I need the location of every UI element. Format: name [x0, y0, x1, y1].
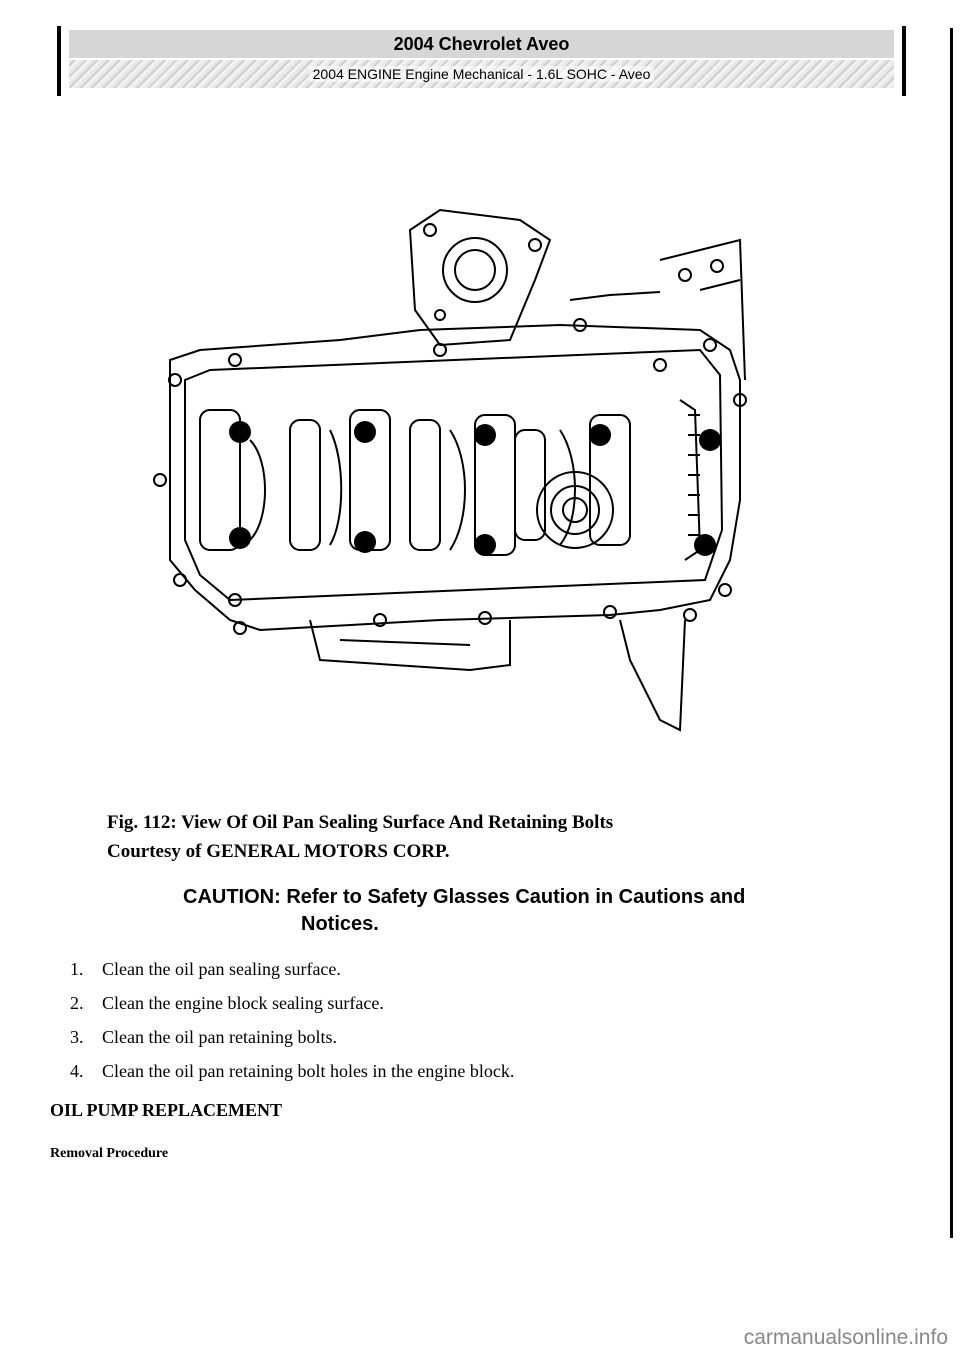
document-subtitle: 2004 ENGINE Engine Mechanical - 1.6L SOH… — [308, 66, 655, 82]
step-text: Clean the oil pan retaining bolts. — [102, 1027, 337, 1047]
list-item: 3. Clean the oil pan retaining bolts. — [70, 1024, 514, 1050]
oil-pan-flange-outline — [169, 323, 741, 632]
step-number: 4. — [70, 1061, 84, 1081]
page-border-right — [950, 28, 953, 1238]
main-bearing-bolts — [229, 421, 721, 556]
caution-text-line1: Refer to Safety Glasses Caution in Cauti… — [286, 886, 746, 908]
section-title: OIL PUMP REPLACEMENT — [50, 1100, 283, 1120]
figure-caption-title: Fig. 112: View Of Oil Pan Sealing Surfac… — [107, 812, 614, 833]
section-subtitle: Removal Procedure — [50, 1146, 169, 1161]
engine-oil-pan-diagram — [153, 208, 747, 732]
timing-cover-bracket — [408, 208, 552, 347]
step-number: 1. — [70, 959, 84, 979]
step-text: Clean the oil pan sealing surface. — [102, 959, 341, 979]
step-number: 2. — [70, 993, 84, 1013]
lower-housing — [309, 619, 686, 732]
list-item: 2. Clean the engine block sealing surface… — [70, 990, 514, 1016]
procedure-steps: 1. Clean the oil pan sealing surface. 2. C… — [70, 956, 514, 1092]
crankshaft-seal — [536, 471, 614, 549]
figure-caption-credit: Courtesy of GENERAL MOTORS CORP. — [107, 841, 450, 862]
list-item: 4. Clean the oil pan retaining bolt holes… — [70, 1058, 514, 1084]
document-title: 2004 Chevrolet Aveo — [69, 30, 894, 58]
caution-note: CAUTION: Refer to Safety Glasses Caution… — [183, 884, 833, 938]
step-text: Clean the engine block sealing surface. — [102, 993, 384, 1013]
crankshaft-sprocket — [679, 399, 702, 561]
crankshaft-journals — [199, 409, 631, 556]
inner-flange-outline — [184, 348, 724, 602]
caution-label: CAUTION: — [183, 886, 281, 908]
document-header: 2004 Chevrolet Aveo 2004 ENGINE Engine M… — [57, 26, 906, 96]
oil-pan-retaining-bolt-holes — [153, 259, 747, 635]
list-item: 1. Clean the oil pan sealing surface. — [70, 956, 514, 982]
transaxle-housing — [569, 238, 746, 381]
figure-caption: Fig. 112: View Of Oil Pan Sealing Surfac… — [107, 808, 613, 866]
document-subtitle-band: 2004 ENGINE Engine Mechanical - 1.6L SOH… — [69, 60, 894, 88]
watermark-link[interactable]: carmanualsonline.info — [743, 1326, 948, 1349]
caution-text-line2: Notices. — [301, 913, 379, 935]
step-text: Clean the oil pan retaining bolt holes i… — [102, 1061, 515, 1081]
step-number: 3. — [70, 1027, 84, 1047]
